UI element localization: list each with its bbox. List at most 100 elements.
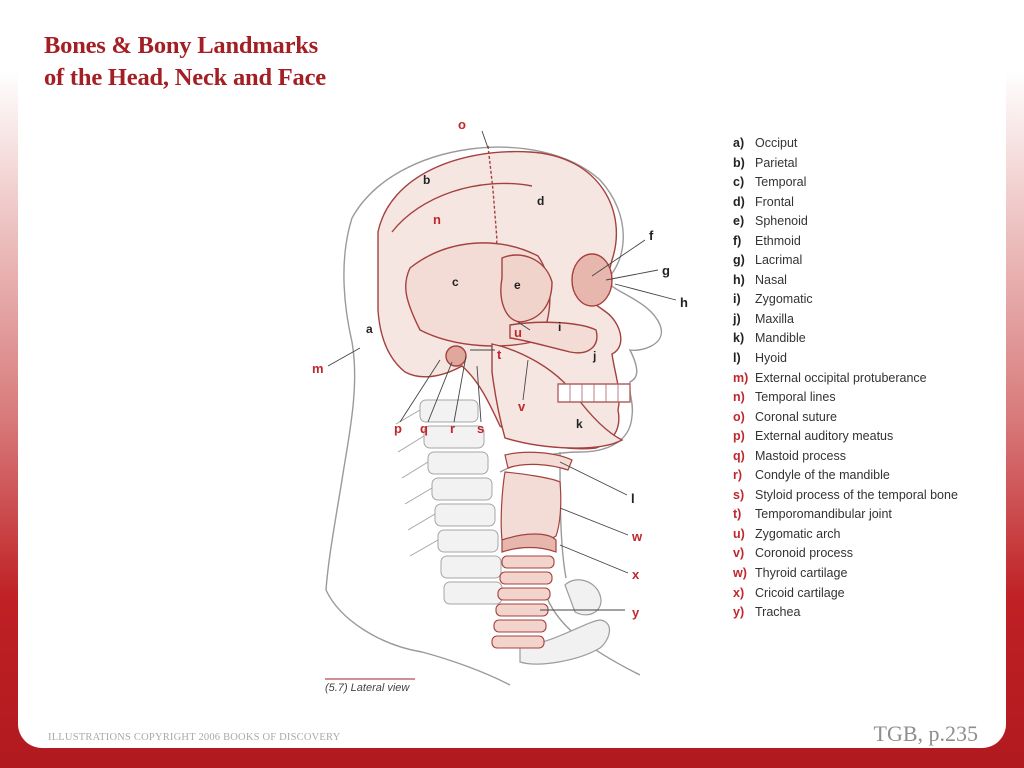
legend-letter: o) <box>733 409 745 424</box>
label-w: w <box>631 529 643 544</box>
legend-letter: u) <box>733 526 745 541</box>
legend-text: Occiput <box>755 136 798 150</box>
legend-letter: n) <box>733 390 745 405</box>
legend-letter: m) <box>733 370 749 385</box>
legend-item: i) Zygomatic <box>733 290 958 310</box>
label-d: d <box>537 194 544 208</box>
label-a: a <box>366 322 373 336</box>
legend-item: j) Maxilla <box>733 310 958 330</box>
legend-letter: y) <box>733 605 745 620</box>
legend-letter: i) <box>733 292 741 307</box>
label-b: b <box>423 173 430 187</box>
label-e: e <box>514 278 521 292</box>
legend-letter: f) <box>733 233 742 248</box>
label-c: c <box>452 275 459 289</box>
skull <box>377 145 631 450</box>
legend-text: Hyoid <box>755 351 787 366</box>
legend-item: x)Cricoid cartilage <box>733 584 958 604</box>
legend-text: Temporomandibular joint <box>755 507 892 522</box>
label-m: m <box>312 361 324 376</box>
legend-text: Ethmoid <box>755 233 801 248</box>
page-reference: TGB, p.235 <box>873 721 979 746</box>
legend-item: o) Coronal suture <box>733 408 958 428</box>
legend-text: Thyroid cartilage <box>755 566 848 581</box>
figure-caption: (5.7) Lateral view <box>325 682 410 694</box>
legend-letter: x) <box>733 585 745 600</box>
copyright-notice: ILLUSTRATIONS COPYRIGHT 2006 BOOKS OF DI… <box>48 732 341 743</box>
legend-letter: g) <box>733 253 745 268</box>
label-u: u <box>514 325 522 340</box>
legend-text: Trachea <box>755 605 801 620</box>
legend-text: Frontal <box>755 194 794 209</box>
legend-item: p) External auditory meatus <box>733 427 958 447</box>
legend-item: g) Lacrimal <box>733 251 958 271</box>
label-o: o <box>458 117 466 132</box>
legend-item: t) Temporomandibular joint <box>733 505 958 525</box>
legend-item: r) Condyle of the mandible <box>733 466 958 486</box>
legend-text: Coronoid process <box>755 546 853 561</box>
label-k: k <box>576 417 583 431</box>
label-y: y <box>632 605 640 620</box>
trachea <box>491 555 555 649</box>
legend-letter: t) <box>733 507 742 522</box>
legend-letter: p) <box>733 429 745 444</box>
label-s: s <box>477 421 484 436</box>
legend-text: Zygomatic arch <box>755 526 841 541</box>
legend-text: Condyle of the mandible <box>755 468 890 483</box>
label-p: p <box>394 421 402 436</box>
legend-item: w)Thyroid cartilage <box>733 564 958 584</box>
slide-title: Bones & Bony Landmarks of the Head, Neck… <box>44 30 464 94</box>
legend-text: Coronal suture <box>755 409 837 424</box>
legend-text: Nasal <box>755 272 787 287</box>
legend-item: b) Parietal <box>733 154 958 174</box>
title-line-1: Bones & Bony Landmarks <box>44 32 319 59</box>
legend-letter: j) <box>733 311 741 326</box>
legend-item: q) Mastoid process <box>733 447 958 467</box>
legend-text: Mastoid process <box>755 448 847 463</box>
diagram-letters: a b c d e f g h i j k l m n o p q r s t … <box>312 117 688 620</box>
legend-item: a) Occiput <box>733 134 958 154</box>
clavicle <box>519 579 610 665</box>
legend-text: External auditory meatus <box>755 429 894 444</box>
legend-letter: b) <box>733 155 745 170</box>
legend-item: n)Temporal lines <box>733 388 958 408</box>
legend-letter: l) <box>733 351 741 366</box>
legend-letter: d) <box>733 194 745 209</box>
legend-text: Sphenoid <box>755 214 808 229</box>
label-n: n <box>433 212 441 227</box>
legend-item: f) Ethmoid <box>733 232 958 252</box>
legend-item: c) Temporal <box>733 173 958 193</box>
legend-text: Parietal <box>755 155 798 170</box>
label-q: q <box>420 421 428 436</box>
legend-letter: h) <box>733 272 745 287</box>
legend-letter: c) <box>733 175 745 190</box>
legend-item: m)External occipital protuberance <box>733 369 958 389</box>
legend-text: Temporal <box>755 175 807 190</box>
label-x: x <box>632 567 640 582</box>
legend-item: h) Nasal <box>733 271 958 291</box>
legend-text: Maxilla <box>755 311 794 326</box>
label-g: g <box>662 263 670 278</box>
legend-letter: a) <box>733 136 745 150</box>
legend-letter: s) <box>733 487 745 502</box>
label-j: j <box>592 349 596 363</box>
label-l: l <box>631 491 635 506</box>
legend-item: k)Mandible <box>733 329 958 349</box>
cervical-spine <box>395 399 503 605</box>
legend-text: Zygomatic <box>755 292 813 307</box>
legend-item: v) Coronoid process <box>733 544 958 564</box>
title-line-2: of the Head, Neck and Face <box>44 64 326 91</box>
legend-item: y) Trachea <box>733 603 958 623</box>
larynx <box>500 451 573 553</box>
legend-letter: v) <box>733 546 745 561</box>
leader-lines <box>327 130 677 611</box>
legend-text: Styloid process of the temporal bone <box>755 487 958 502</box>
legend-text: Lacrimal <box>755 253 803 268</box>
label-h: h <box>680 295 688 310</box>
legend-item: s) Styloid process of the temporal bone <box>733 486 958 506</box>
legend-letter: r) <box>733 468 743 483</box>
legend-letter: q) <box>733 448 745 463</box>
label-v: v <box>518 399 526 414</box>
